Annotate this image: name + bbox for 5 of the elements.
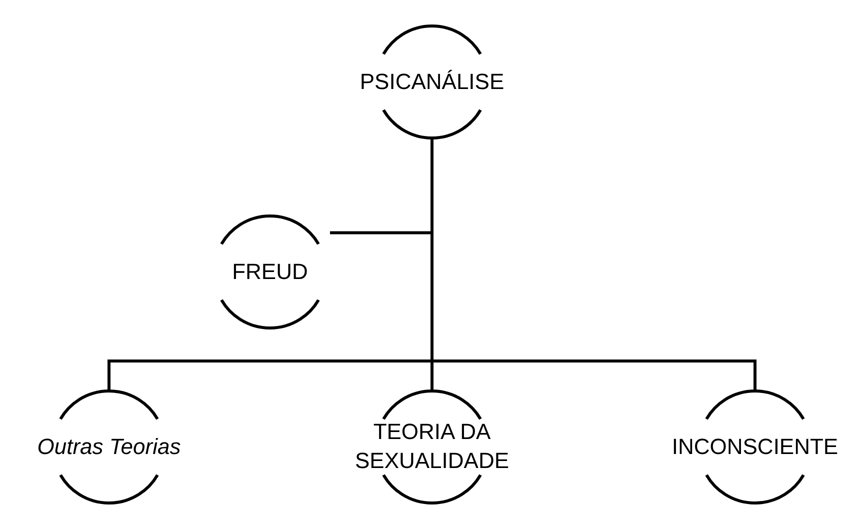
node-label: TEORIA DA SEXUALIDADE — [354, 418, 510, 475]
node-label: FREUD — [232, 258, 308, 286]
node-label: PSICANÁLISE — [360, 68, 504, 96]
node-label: Outras Teorias — [37, 432, 181, 461]
node-label: INCONSCIENTE — [672, 432, 838, 461]
